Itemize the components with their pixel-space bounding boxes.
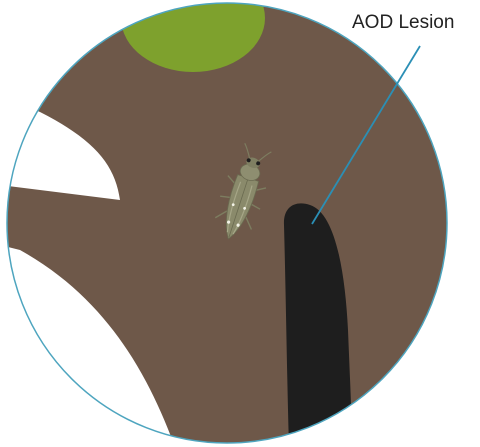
aod-lesion-label: AOD Lesion <box>352 12 454 34</box>
